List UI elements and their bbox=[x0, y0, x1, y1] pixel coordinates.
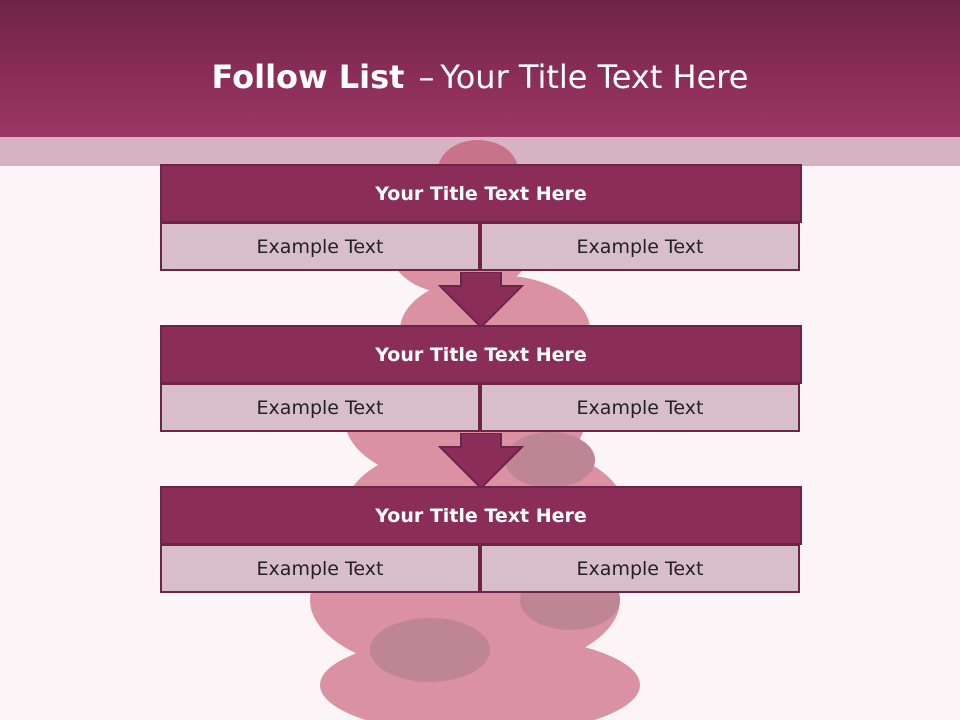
title-rest: Your Title Text Here bbox=[440, 58, 749, 96]
down-arrow-icon bbox=[438, 433, 524, 489]
block-cell-right: Example Text bbox=[480, 222, 800, 271]
title-strong: Follow List bbox=[211, 58, 405, 96]
block-title: Your Title Text Here bbox=[160, 164, 802, 223]
block-cell-left: Example Text bbox=[160, 383, 480, 432]
block-title: Your Title Text Here bbox=[160, 325, 802, 384]
block-cell-right: Example Text bbox=[480, 383, 800, 432]
block-cell-left: Example Text bbox=[160, 544, 480, 593]
slide-header bbox=[0, 0, 960, 137]
title-separator: – bbox=[418, 58, 435, 96]
down-arrow-icon bbox=[438, 272, 524, 328]
block-cell-right: Example Text bbox=[480, 544, 800, 593]
block-cell-left: Example Text bbox=[160, 222, 480, 271]
block-title: Your Title Text Here bbox=[160, 486, 802, 545]
slide-title: Follow List–Your Title Text Here bbox=[0, 52, 960, 102]
